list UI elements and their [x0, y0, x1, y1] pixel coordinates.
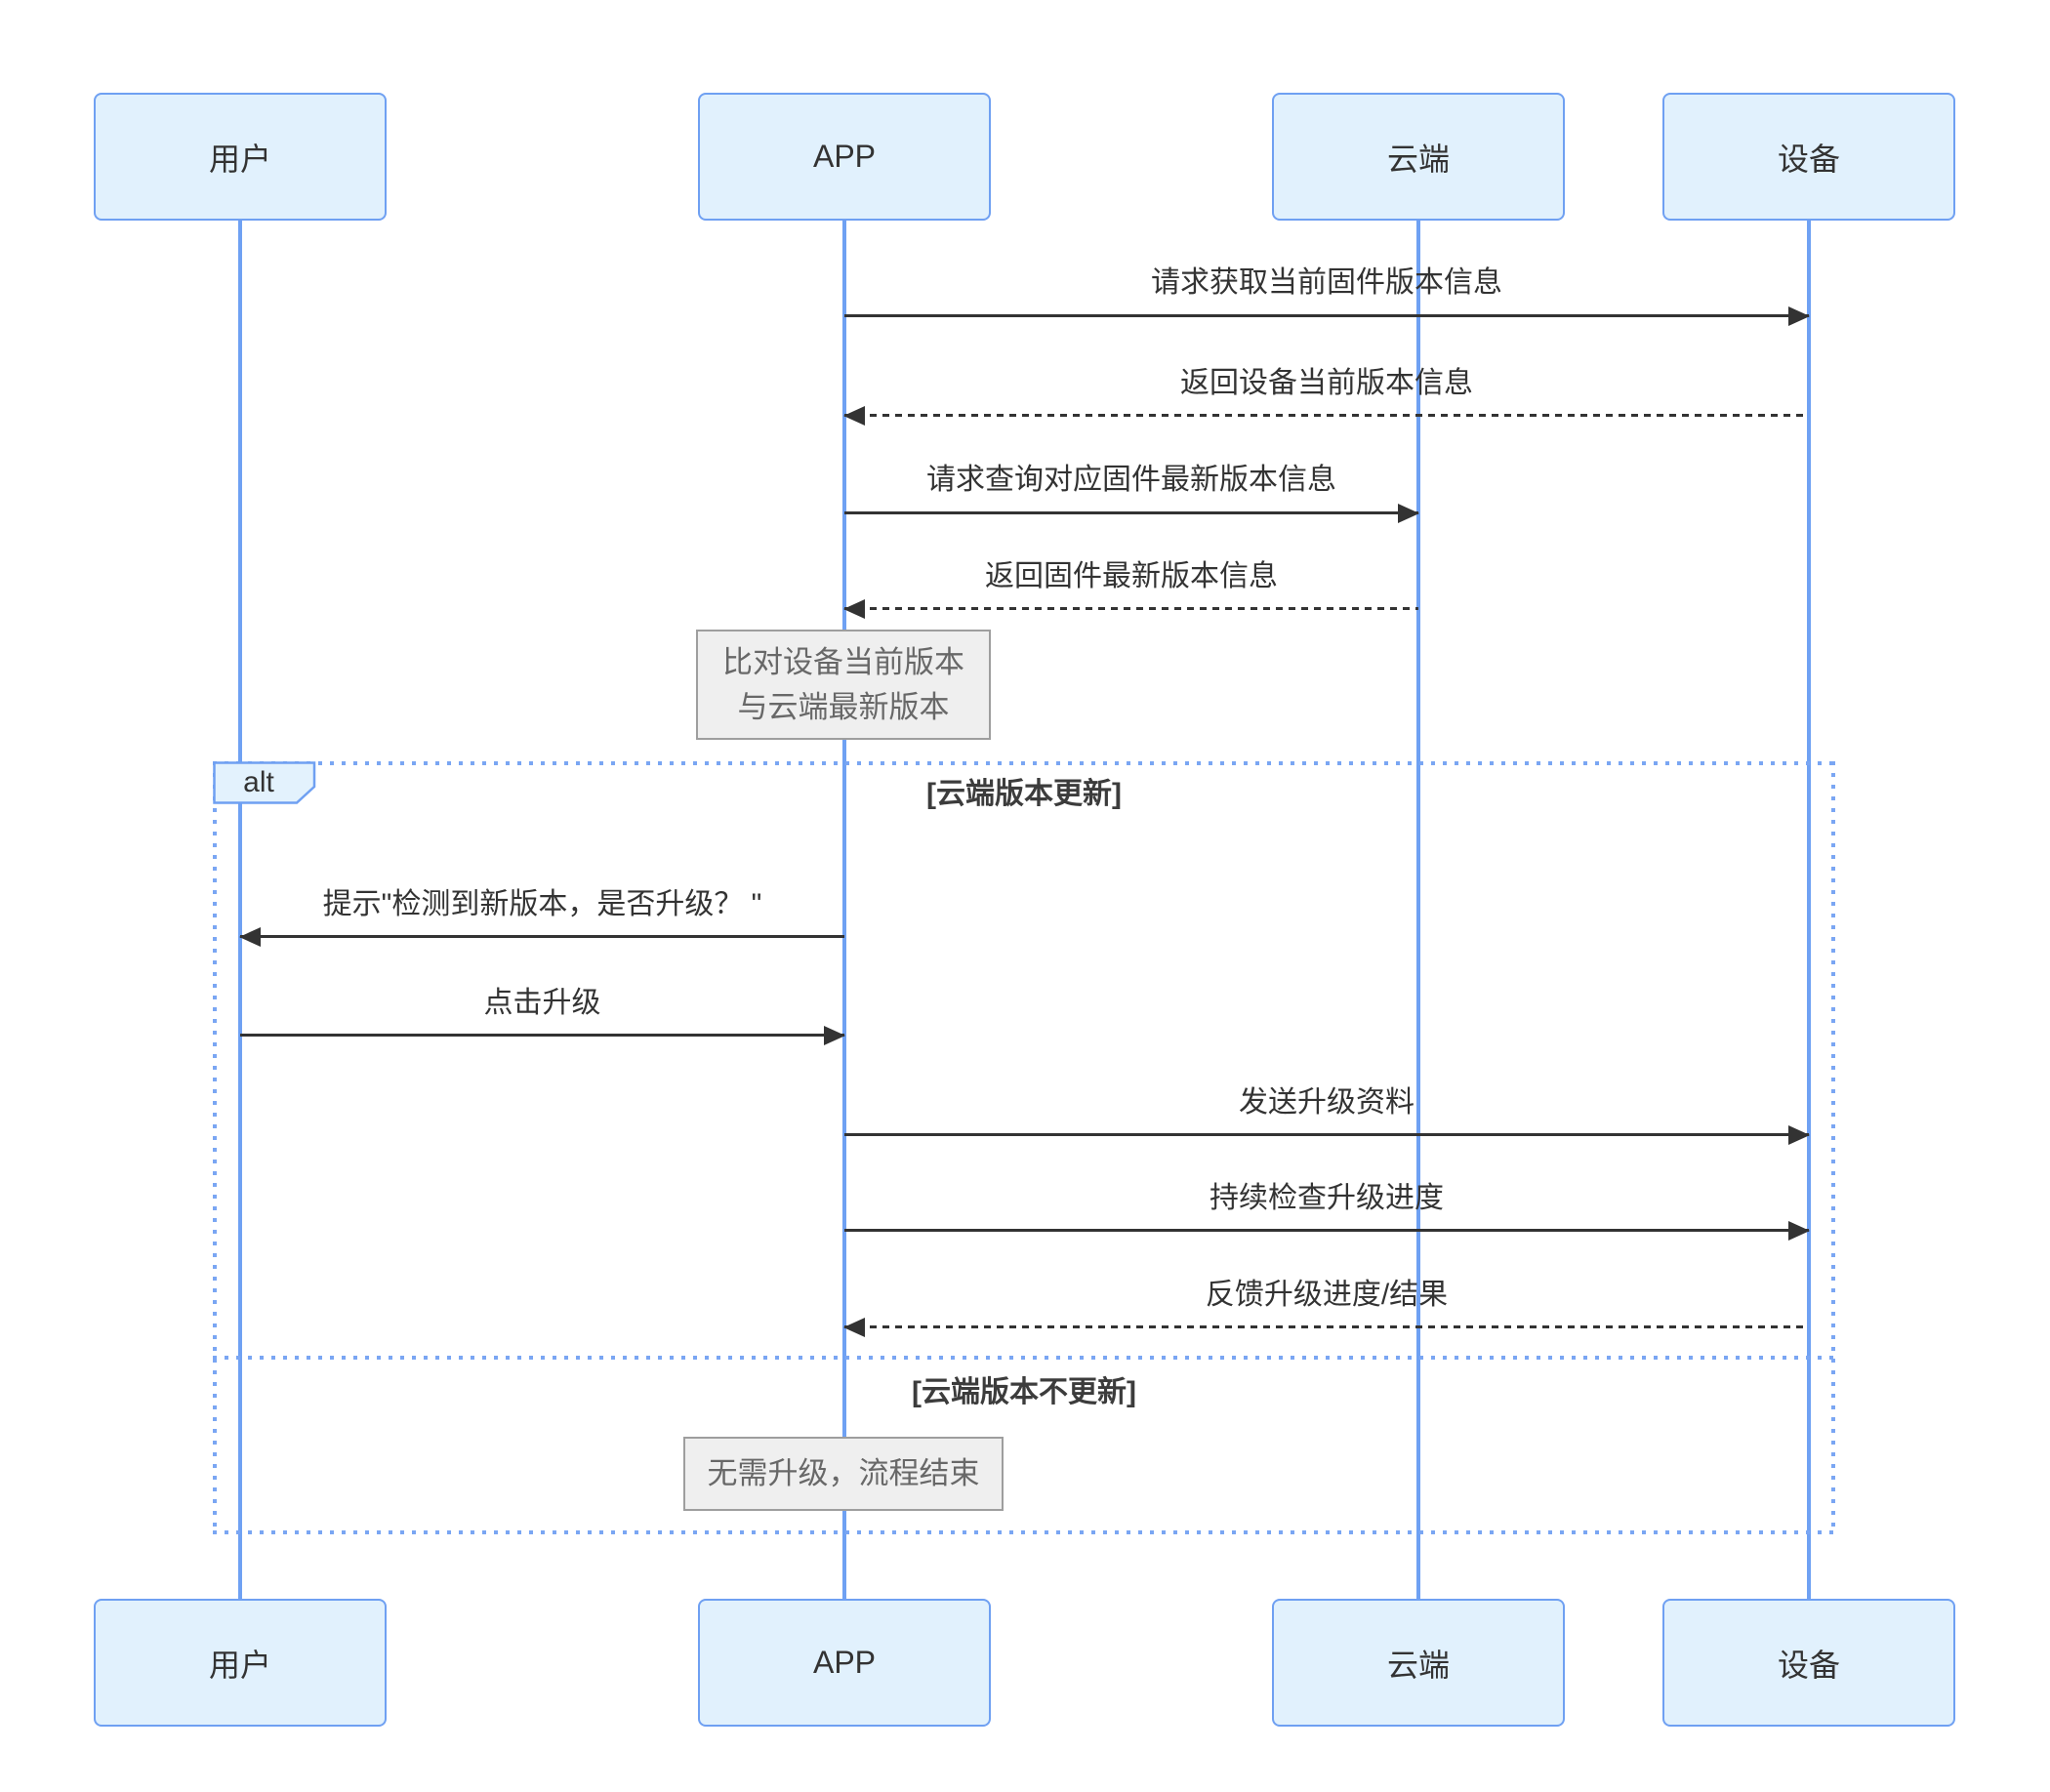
alt-frame-top-border — [213, 761, 1835, 765]
lifeline-app — [842, 221, 846, 1599]
message-label-6: 点击升级 — [483, 987, 601, 1019]
arrowhead-right — [1788, 1124, 1810, 1145]
alt-fragment-frame — [213, 761, 1835, 1534]
arrowhead-right — [1398, 503, 1419, 523]
alt-frame-left-border — [213, 761, 217, 1534]
message-arrow-7 — [844, 1124, 1810, 1145]
alt-condition-not-updated: [云端版本不更新] — [912, 1376, 1136, 1408]
message-arrow-5 — [239, 926, 844, 947]
message-label-2: 返回设备当前版本信息 — [1180, 367, 1473, 399]
actor-user-top: 用户 — [94, 93, 387, 221]
message-arrow-3 — [844, 503, 1419, 523]
arrowhead-left — [843, 598, 865, 619]
alt-keyword: alt — [243, 766, 274, 798]
alt-frame-bottom-border — [213, 1530, 1835, 1534]
actor-cloud-top: 云端 — [1272, 93, 1565, 221]
lifeline-cloud — [1416, 221, 1420, 1599]
lifeline-user — [238, 221, 242, 1599]
note-line: 无需升级，流程结束 — [707, 1456, 980, 1490]
actor-cloud-bottom: 云端 — [1272, 1599, 1565, 1727]
actor-device-bottom: 设备 — [1662, 1599, 1955, 1727]
message-label-8: 持续检查升级进度 — [1210, 1182, 1444, 1214]
arrowhead-right — [1788, 305, 1810, 326]
alt-tab-shape — [213, 761, 316, 804]
message-arrow-6 — [240, 1025, 845, 1045]
message-label-9: 反馈升级进度/结果 — [1205, 1279, 1449, 1311]
actor-app-top: APP — [698, 93, 991, 221]
message-label-3: 请求查询对应固件最新版本信息 — [926, 464, 1336, 496]
note-line: 比对设备当前版本 — [722, 644, 964, 679]
alt-frame-right-border — [1831, 761, 1835, 1534]
message-label-4: 返回固件最新版本信息 — [985, 560, 1278, 592]
actor-device-top: 设备 — [1662, 93, 1955, 221]
lifeline-device — [1807, 221, 1811, 1599]
arrowhead-left — [239, 926, 261, 947]
arrowhead-left — [843, 405, 865, 426]
message-arrow-8 — [844, 1220, 1810, 1241]
message-arrow-2 — [843, 405, 1809, 426]
actor-app-bottom: APP — [698, 1599, 991, 1727]
message-label-1: 请求获取当前固件版本信息 — [1151, 266, 1502, 299]
message-arrow-1 — [844, 305, 1810, 326]
message-label-7: 发送升级资料 — [1239, 1086, 1414, 1119]
alt-branch-divider — [213, 1356, 1835, 1360]
message-label-5: 提示"检测到新版本，是否升级？ " — [322, 888, 762, 920]
note-no-upgrade: 无需升级，流程结束 — [683, 1437, 1004, 1511]
arrowhead-left — [843, 1317, 865, 1337]
arrowhead-right — [1788, 1220, 1810, 1241]
message-arrow-9 — [843, 1317, 1809, 1337]
alt-condition-updated: [云端版本更新] — [926, 778, 1122, 810]
note-line: 与云端最新版本 — [737, 689, 950, 724]
arrowhead-right — [824, 1025, 845, 1045]
alt-label-tab: alt — [213, 761, 316, 804]
note-compare-versions: 比对设备当前版本 与云端最新版本 — [696, 630, 991, 740]
message-arrow-4 — [843, 598, 1418, 619]
actor-user-bottom: 用户 — [94, 1599, 387, 1727]
